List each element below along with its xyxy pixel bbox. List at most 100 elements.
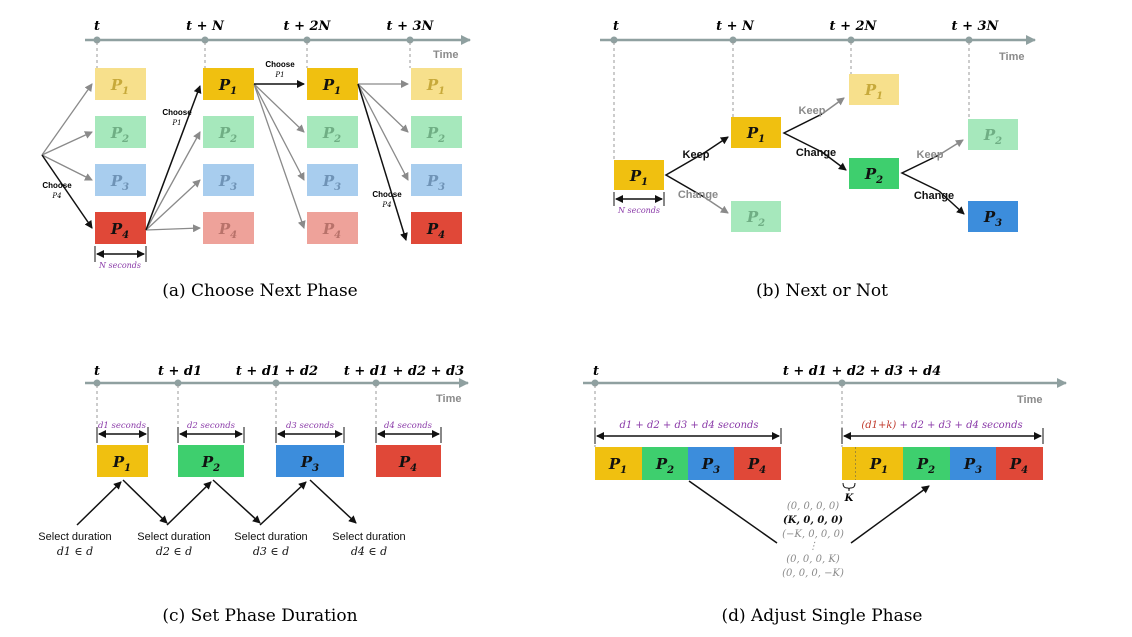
- phase-box-p2-faded: [203, 116, 254, 148]
- choose-label: Choose: [372, 190, 402, 199]
- choose-label: Choose: [42, 181, 72, 190]
- phase-box-p3-faded: [95, 164, 146, 196]
- phase-box-p2: [849, 158, 899, 189]
- box-label: P2: [655, 455, 674, 476]
- time-label: Time: [999, 51, 1024, 63]
- tick-label: t: [94, 19, 100, 34]
- phase-box-p2-faded: [411, 116, 462, 148]
- phase-box-p3-faded: [411, 164, 462, 196]
- fan-arrows: [145, 131, 201, 233]
- tick-label: t + 2N: [284, 19, 332, 34]
- tick-dot: [174, 379, 182, 387]
- tick-dot: [93, 379, 101, 387]
- tick-dot: [729, 36, 737, 44]
- phase-box-p4: [95, 212, 146, 244]
- caption: (c) Set Phase Duration: [162, 606, 357, 626]
- box-label: P2: [218, 124, 237, 145]
- tick-label: t + d1 + d2 + d3 + d4: [783, 364, 941, 379]
- branch: [782, 113, 823, 153]
- box-label: P4: [110, 220, 129, 241]
- change-arrow: [938, 190, 965, 215]
- box-label: P1: [322, 76, 341, 97]
- tick-dot: [201, 36, 209, 44]
- box-label: P4: [747, 455, 766, 476]
- change-arrow: [821, 151, 847, 171]
- select-var: d3 ∈ d: [253, 545, 289, 558]
- phase-box-p4-faded: [307, 212, 358, 244]
- box-label: P2: [916, 455, 935, 476]
- box-label: P1: [869, 455, 888, 476]
- duration-label: d2 seconds: [187, 421, 236, 431]
- keep-arrow: [821, 97, 845, 115]
- box-label: P1: [864, 81, 883, 102]
- box-label: P2: [322, 124, 341, 145]
- tick-label: t: [94, 364, 100, 379]
- fan-arrows: [41, 83, 93, 181]
- tick-label: t + d1 + d2: [236, 364, 318, 379]
- keep-label: Keep: [917, 149, 944, 161]
- choose-arrow: [357, 83, 408, 241]
- time-label: Time: [1017, 394, 1042, 406]
- phase-box-p1: [731, 117, 781, 148]
- duration-label: d3 seconds: [286, 421, 335, 431]
- change-label: Change: [914, 190, 954, 202]
- choose-arrow: [145, 85, 202, 231]
- duration-label: N seconds: [98, 261, 141, 270]
- phase-box-p1: [97, 445, 148, 477]
- keep-arrow: [938, 139, 964, 156]
- select-label: Select duration: [137, 531, 210, 543]
- phase-box-p3: [276, 445, 344, 477]
- phase-box-p1: [856, 447, 903, 480]
- panel-b: Time t t + N t + 2N t + 3N P1 P1 P2 P1 P…: [600, 19, 1036, 301]
- change-label: Change: [678, 189, 718, 201]
- duration-label: N seconds: [617, 206, 660, 215]
- tick-dot: [93, 36, 101, 44]
- box-label: P3: [218, 172, 237, 193]
- action-option: (0, 0, 0, −K): [782, 568, 844, 579]
- phase-box-p4-faded: [203, 212, 254, 244]
- phase-box-p1: [595, 447, 642, 480]
- fan-arrows: [357, 80, 409, 181]
- box-label: P4: [398, 453, 417, 474]
- keep-arrow: [703, 136, 729, 154]
- caption: (a) Choose Next Phase: [162, 281, 357, 301]
- caption: (d) Adjust Single Phase: [721, 606, 922, 626]
- tick-guides: [96, 385, 377, 445]
- box-label: P3: [701, 455, 720, 476]
- box-label: P3: [110, 172, 129, 193]
- box-label: P3: [300, 453, 319, 474]
- box-label: P1: [629, 167, 648, 188]
- duration-label: d4 seconds: [384, 421, 433, 431]
- time-label: Time: [436, 393, 461, 405]
- choose-target: P4: [51, 192, 61, 200]
- keep-label: Keep: [799, 105, 826, 117]
- phase-box-p2-faded: [95, 116, 146, 148]
- box-label: P2: [201, 453, 220, 474]
- phase-box-p2-faded: [968, 119, 1018, 150]
- choose-label: Choose: [265, 60, 295, 69]
- tick-dot: [372, 379, 380, 387]
- phase-box-p4: [411, 212, 462, 244]
- box-label: P4: [322, 220, 341, 241]
- phase-box-p1-faded: [849, 74, 899, 105]
- panel-a: Time t t + N t + 2N t + 3N: [41, 19, 471, 301]
- tick-label: t: [593, 364, 599, 379]
- box-label: P4: [1009, 455, 1028, 476]
- choose-target: P4: [381, 201, 391, 209]
- duration-label: (d1+k) + d2 + d3 + d4 seconds: [861, 420, 1022, 431]
- phase-box-p3: [950, 447, 996, 480]
- tick-dot: [406, 36, 414, 44]
- box-label: P4: [218, 220, 237, 241]
- box-label: P3: [983, 208, 1002, 229]
- tick-label: t: [613, 19, 619, 34]
- box-label: P3: [322, 172, 341, 193]
- phase-box-p4: [996, 447, 1043, 480]
- caption: (b) Next or Not: [756, 281, 888, 301]
- change-arrow: [703, 196, 729, 214]
- phase-box-p2-faded: [307, 116, 358, 148]
- box-label: P3: [963, 455, 982, 476]
- tick-label: t + 3N: [952, 19, 1000, 34]
- zigzag-arrows: [76, 479, 357, 526]
- keep-label: Keep: [683, 149, 710, 161]
